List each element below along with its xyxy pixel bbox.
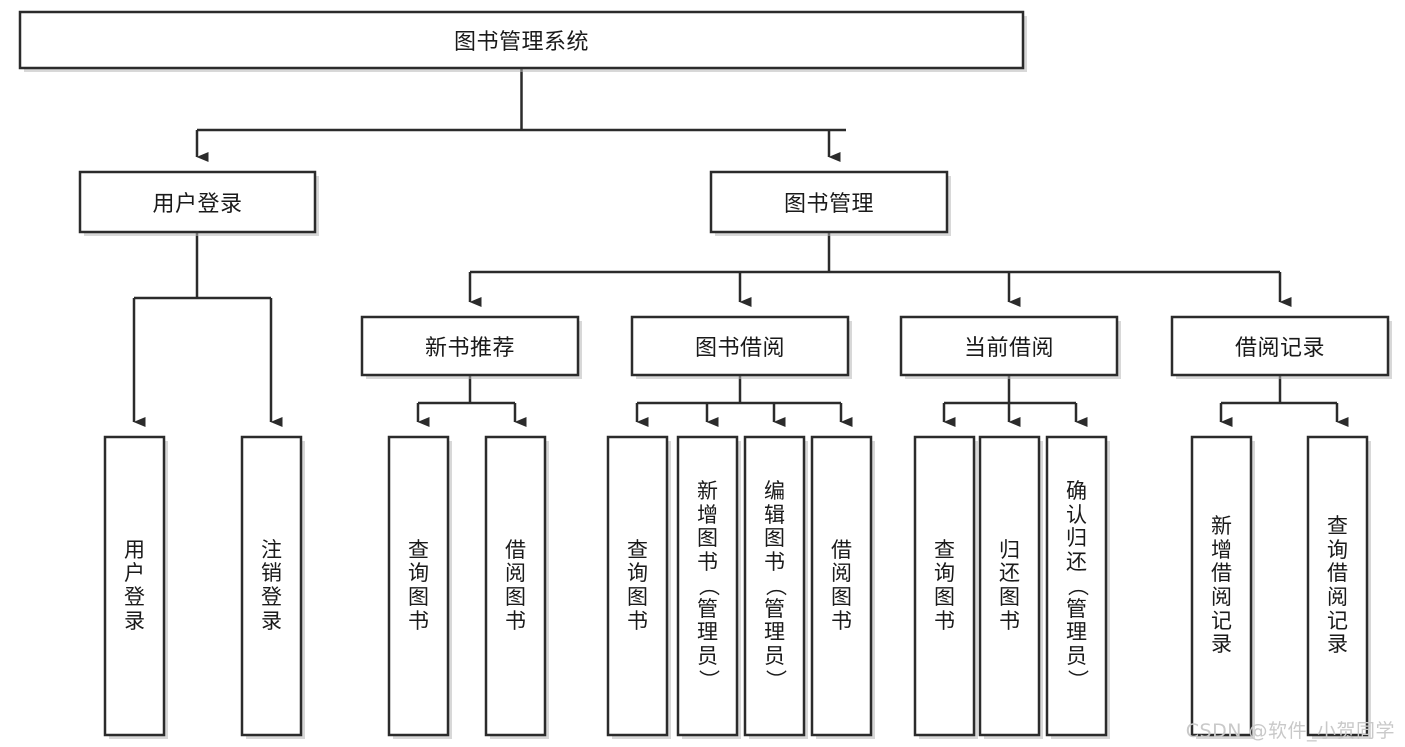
leaf-query-borrow-record[interactable] [1306, 435, 1369, 737]
leaf-user-login[interactable] [103, 435, 166, 737]
leaf-borrow-book[interactable] [810, 435, 873, 737]
node-user-login[interactable] [78, 170, 317, 234]
leaf-query-book-borrow[interactable] [606, 435, 669, 737]
leaf-add-borrow-record[interactable] [1190, 435, 1253, 737]
node-current-borrow[interactable] [899, 315, 1119, 377]
node-borrow-records[interactable] [1170, 315, 1390, 377]
node-book-borrow[interactable] [630, 315, 850, 377]
leaf-query-book-current[interactable] [913, 435, 976, 737]
node-layer [18, 10, 1392, 739]
connector-layer [132, 68, 1349, 427]
node-book-management[interactable] [709, 170, 949, 234]
leaf-return-book[interactable] [978, 435, 1041, 737]
leaf-confirm-return-admin[interactable] [1045, 435, 1108, 737]
leaf-add-book-admin[interactable] [676, 435, 739, 737]
node-root-system[interactable] [18, 10, 1025, 70]
leaf-query-book-newbook[interactable] [387, 435, 450, 737]
leaf-borrow-book-newbook[interactable] [484, 435, 547, 737]
node-new-book-recommend[interactable] [360, 315, 580, 377]
leaf-edit-book-admin[interactable] [743, 435, 806, 737]
leaf-user-logout[interactable] [240, 435, 303, 737]
